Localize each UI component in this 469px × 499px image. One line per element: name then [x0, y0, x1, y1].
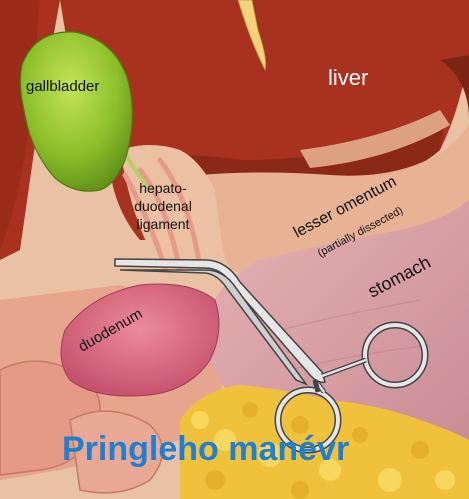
label-gallbladder: gallbladder [26, 78, 99, 95]
label-hepato-line1: hepato- [139, 180, 187, 196]
label-hepato-line2: duodenal [134, 198, 192, 214]
label-liver: liver [328, 65, 368, 90]
diagram-title: Pringleho manévr [62, 430, 349, 468]
label-hepato-line3: ligament [137, 216, 190, 232]
